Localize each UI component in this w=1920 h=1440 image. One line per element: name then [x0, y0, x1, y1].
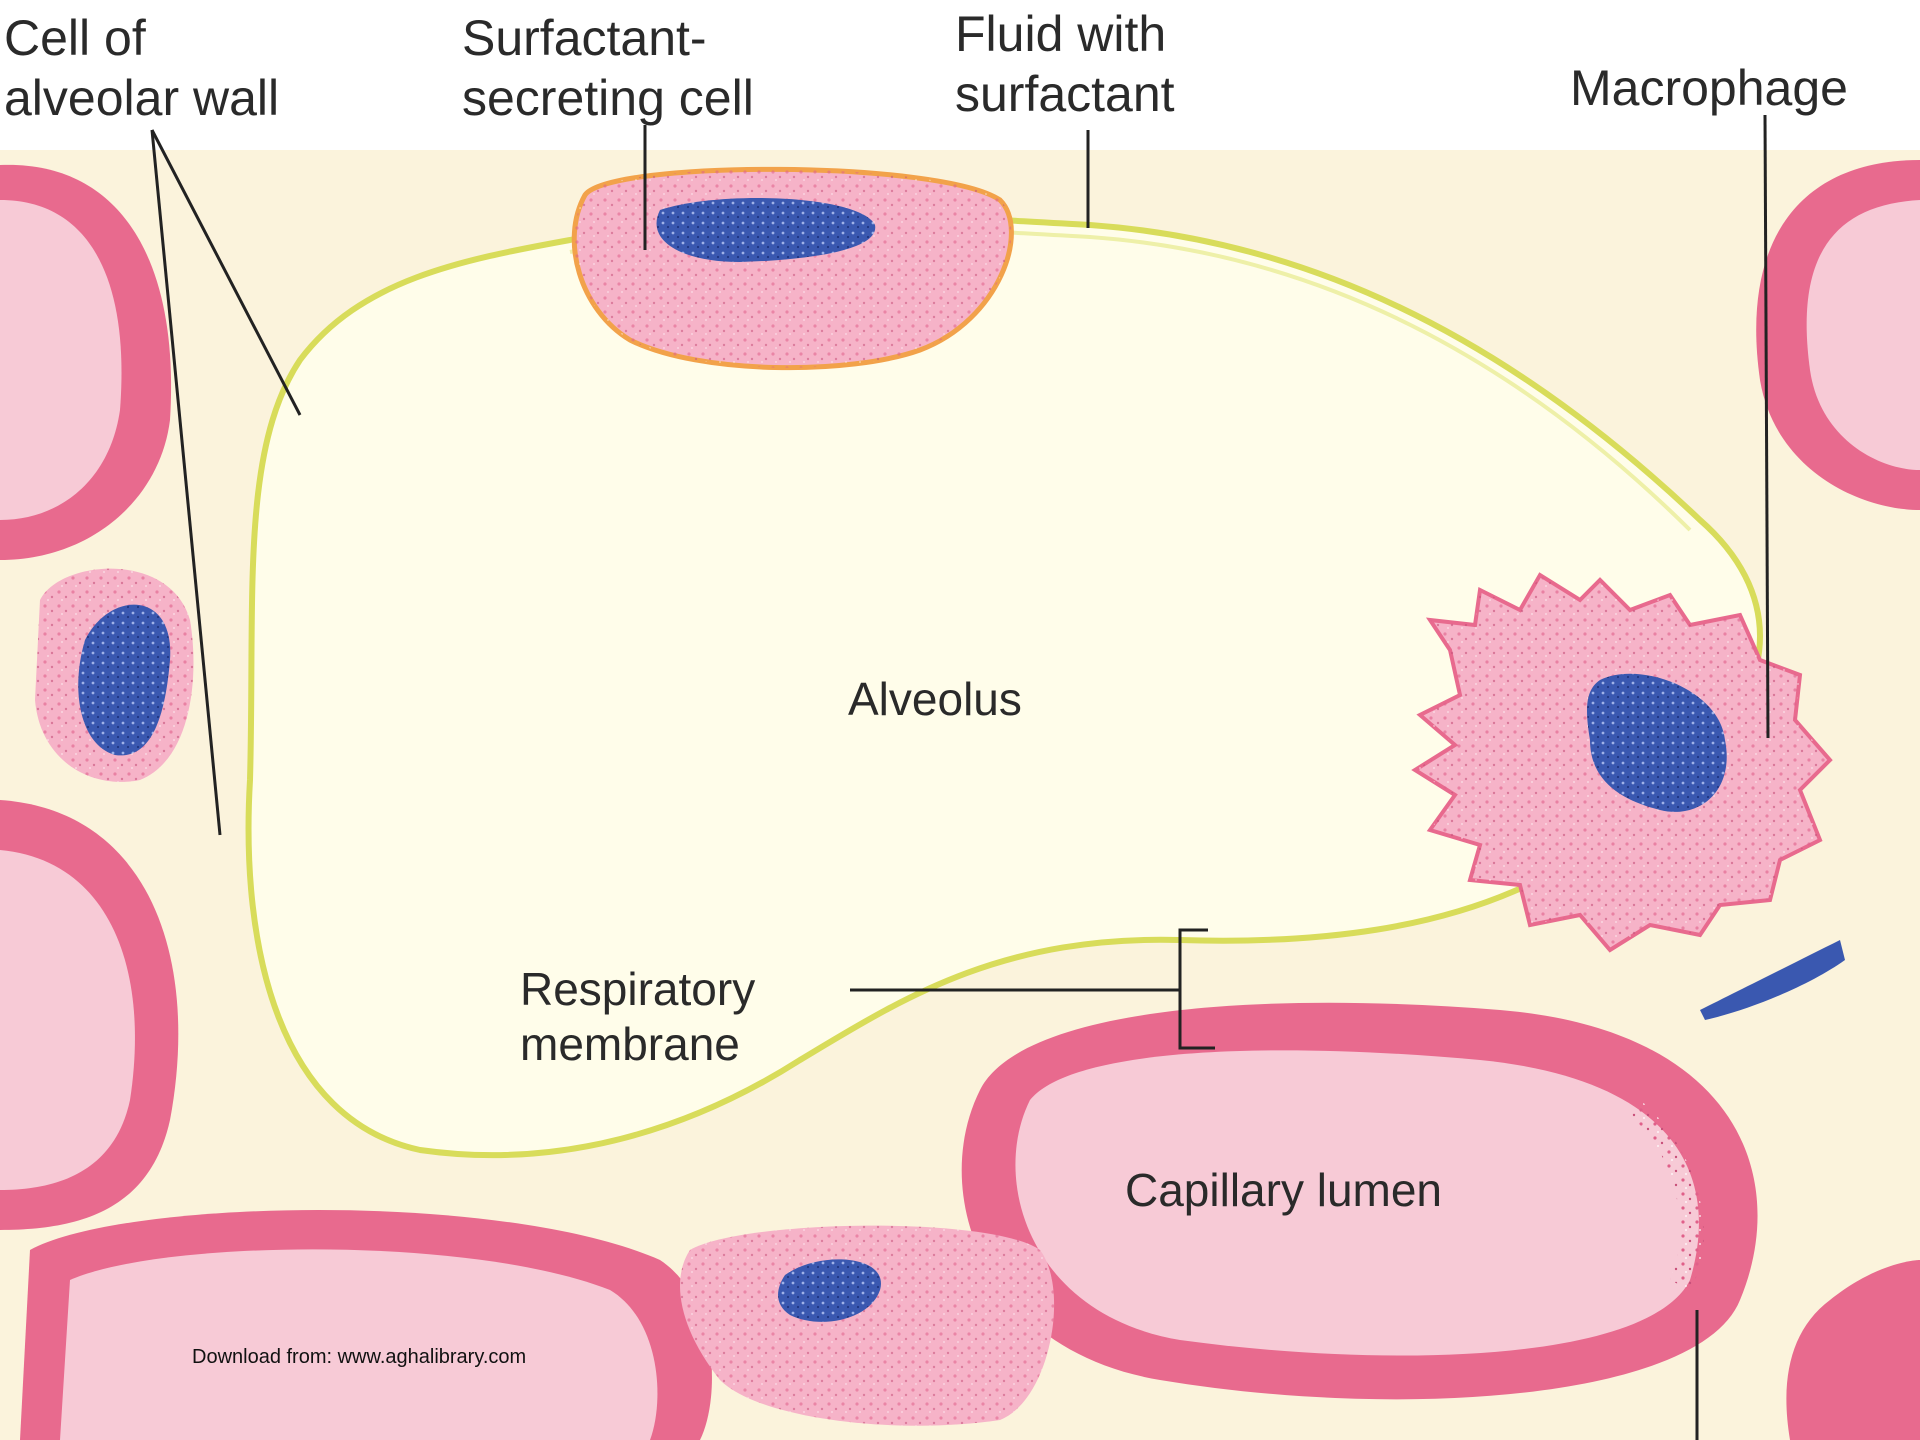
- label-line: secreting cell: [462, 68, 754, 128]
- source-footer: Download from: www.aghalibrary.com: [192, 1345, 526, 1369]
- label-fluid-with-surfactant: Fluid with surfactant: [955, 4, 1175, 124]
- label-line: Fluid with: [955, 4, 1175, 64]
- label-respiratory-membrane: Respiratory membrane: [520, 962, 755, 1072]
- label-line: Cell of: [4, 8, 279, 68]
- label-macrophage: Macrophage: [1570, 58, 1848, 118]
- capillary-bottom-left: [20, 1210, 712, 1440]
- label-capillary-lumen: Capillary lumen: [1125, 1163, 1442, 1218]
- label-alveolus: Alveolus: [848, 672, 1022, 727]
- label-surfactant-secreting-cell: Surfactant- secreting cell: [462, 8, 754, 128]
- label-line: alveolar wall: [4, 68, 279, 128]
- label-cell-of-alveolar-wall: Cell of alveolar wall: [4, 8, 279, 128]
- surfactant-secreting-cell: [574, 169, 1011, 367]
- label-line: membrane: [520, 1017, 755, 1072]
- label-line: Surfactant-: [462, 8, 754, 68]
- label-line: Respiratory: [520, 962, 755, 1017]
- label-line: surfactant: [955, 64, 1175, 124]
- alveolar-wall-cell: [35, 569, 193, 782]
